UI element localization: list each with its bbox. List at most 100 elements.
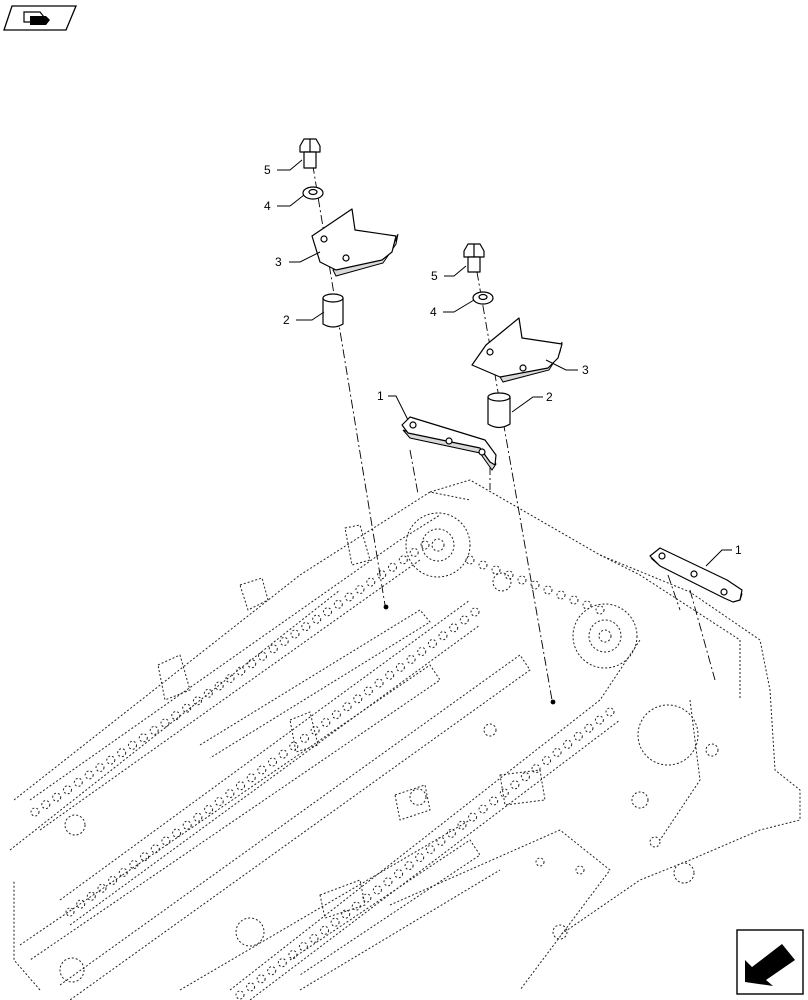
bolt-left [299, 138, 321, 169]
chain-roller [573, 731, 583, 741]
callout-right-3: 3 [582, 363, 589, 377]
chain-roller [97, 883, 107, 893]
chain-roller [277, 958, 287, 968]
chain-roller [258, 651, 267, 661]
chain-roller [470, 607, 480, 617]
chain-roller [468, 812, 478, 822]
plate-left [401, 416, 497, 471]
washer-left [302, 186, 324, 200]
chain-roller [584, 723, 594, 733]
chain-roller [520, 772, 530, 782]
chain-roller [333, 599, 343, 609]
chain-roller [321, 718, 331, 727]
chain-roller [330, 917, 340, 927]
chain-roller [95, 763, 105, 772]
chain-roller [150, 844, 160, 854]
chain-roller [420, 540, 430, 550]
chain-roller [344, 592, 354, 602]
navigate-next-page-icon[interactable] [736, 929, 804, 995]
chain-roller [225, 789, 235, 799]
chain-roller [52, 792, 62, 802]
chain-roller [268, 644, 278, 654]
chain-roller [63, 785, 72, 795]
bolt-right [463, 243, 485, 273]
chain-roller [417, 647, 427, 656]
chain-roller [256, 974, 266, 984]
chain-roller [594, 715, 604, 725]
return-to-index-icon[interactable] [3, 5, 77, 31]
chain-roller [203, 688, 213, 698]
chain-roller [323, 607, 332, 617]
chain-roller [171, 711, 181, 721]
chain-roller [446, 828, 456, 838]
chain-roller [65, 907, 75, 917]
chain-roller [236, 781, 245, 791]
callout-left-3: 3 [275, 255, 282, 269]
chain-roller [267, 966, 277, 976]
chain-roller [290, 629, 300, 639]
chain-roller [182, 703, 192, 713]
callout-right-5: 5 [431, 269, 438, 283]
chain-roller [214, 681, 224, 691]
callout-plate-1-left: 1 [377, 389, 384, 403]
chain-roller [388, 562, 397, 572]
chain-roller [366, 577, 376, 587]
chain-roller [30, 807, 40, 817]
spacer-left [322, 293, 344, 328]
chain-roller [605, 707, 615, 717]
chain-roller [214, 797, 224, 806]
chain-roller [478, 560, 488, 570]
chain-roller [457, 820, 467, 830]
chain-roller [342, 702, 352, 712]
chain-roller [128, 740, 137, 750]
callout-right-2: 2 [546, 390, 553, 404]
chain-roller [404, 861, 414, 871]
callout-plate-1-right: 1 [735, 543, 742, 557]
chain-roller [449, 623, 459, 633]
chain-roller [398, 555, 408, 565]
chain-roller [288, 950, 298, 960]
chain-roller [491, 565, 501, 575]
chain-roller [543, 585, 553, 595]
chain-roller [489, 796, 499, 806]
chain-roller [140, 852, 150, 862]
chain-roller [478, 804, 488, 814]
chain-roller [385, 670, 395, 680]
chain-roller [204, 804, 214, 814]
chain-roller [517, 575, 527, 585]
chain-roller [310, 725, 320, 735]
chain-roller [300, 733, 309, 743]
chain-roller [595, 605, 605, 615]
chain-roller [510, 780, 520, 790]
chain-roller [425, 845, 435, 854]
chain-roller [331, 710, 341, 720]
chain-roller [73, 777, 83, 787]
chain-roller [351, 901, 361, 911]
chain-roller [312, 614, 322, 624]
chain-roller [353, 694, 363, 704]
spacer-right [487, 392, 511, 429]
bracket-left [311, 208, 399, 277]
chain-roller [149, 725, 159, 735]
chain-roller [160, 718, 170, 728]
chain-roller [394, 869, 404, 879]
chain-roller [377, 570, 387, 580]
callout-right-4: 4 [430, 305, 437, 319]
chain-roller [363, 686, 373, 696]
callout-left-4: 4 [264, 199, 271, 213]
callouts: 5 4 3 2 5 4 3 2 1 1 [264, 159, 742, 567]
chain-roller [193, 696, 202, 706]
callout-left-2: 2 [283, 313, 290, 327]
chain-roller [427, 639, 437, 649]
chain-roller [531, 764, 541, 774]
chassis-frame [9, 479, 801, 1000]
chain-roller [193, 812, 203, 822]
chain-roller [415, 853, 425, 862]
chain-roller [76, 899, 86, 909]
chain-roller [355, 585, 365, 594]
chain-roller [108, 875, 118, 885]
chain-roller [41, 800, 51, 810]
chain-roller [172, 828, 182, 838]
chain-roller [279, 636, 289, 646]
